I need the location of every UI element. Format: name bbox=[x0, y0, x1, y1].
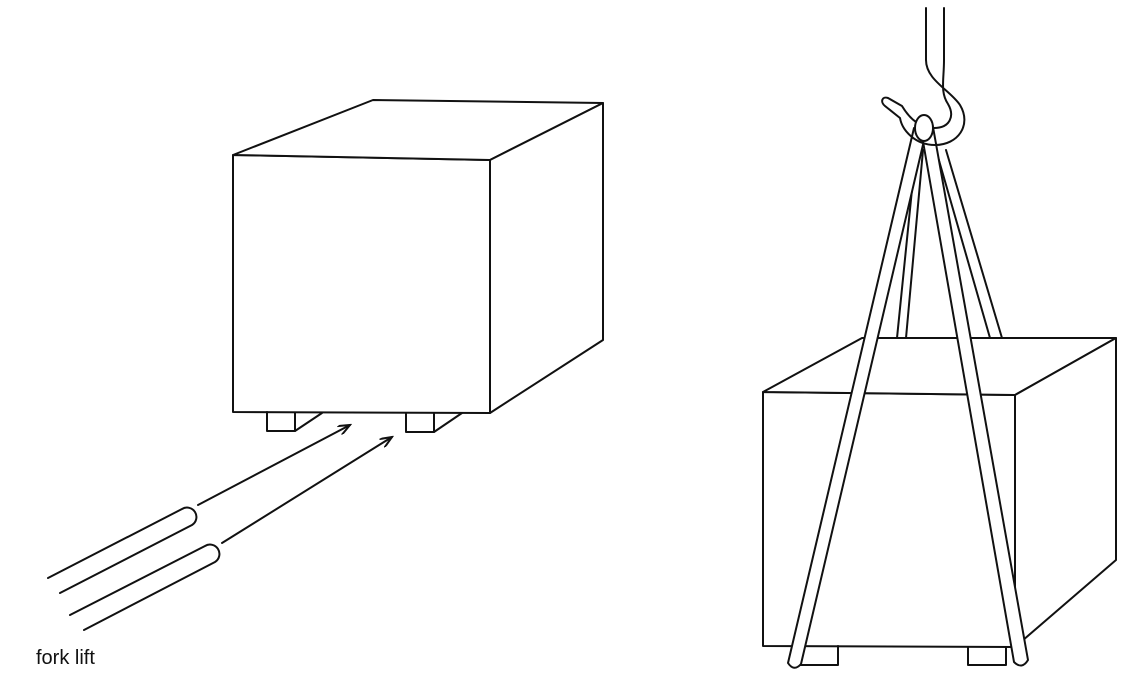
forklift-pallet-feet bbox=[267, 412, 462, 432]
fork-tine-upper-arrow bbox=[198, 425, 350, 505]
sling-pallet-feet bbox=[800, 646, 1006, 665]
sling-foot-right bbox=[968, 647, 1006, 665]
fork-tine-upper-body bbox=[48, 508, 196, 593]
pallet-foot-left bbox=[267, 412, 295, 431]
fork-lift-label: fork lift bbox=[36, 647, 95, 669]
pallet-foot-right-side bbox=[434, 413, 462, 432]
sling-crate bbox=[763, 338, 1116, 647]
fork-tine-upper bbox=[48, 425, 350, 593]
forklift-crate bbox=[233, 100, 603, 413]
forklift-crate-front bbox=[233, 155, 490, 413]
fork-tine-lower bbox=[70, 437, 392, 630]
crane-sling-illustration bbox=[763, 8, 1116, 668]
sling-back-right bbox=[936, 150, 1002, 338]
sling-ring bbox=[915, 115, 933, 141]
sling-front-left bbox=[788, 128, 926, 668]
sling-crate-side bbox=[1015, 338, 1116, 647]
crane-hook bbox=[882, 8, 964, 145]
pallet-foot-right bbox=[406, 413, 434, 432]
forklift-illustration bbox=[48, 100, 603, 630]
fork-tine-lower-body bbox=[70, 545, 219, 630]
sling-foot-left bbox=[800, 646, 838, 665]
pallet-foot-left-side bbox=[295, 413, 322, 431]
sling-front-right bbox=[921, 127, 1028, 666]
fork-tine-lower-arrow bbox=[222, 437, 392, 543]
sling-front-legs bbox=[788, 127, 1028, 668]
hook-body bbox=[882, 60, 964, 145]
crane-cable bbox=[926, 8, 944, 60]
forklift-crate-side bbox=[490, 103, 603, 413]
